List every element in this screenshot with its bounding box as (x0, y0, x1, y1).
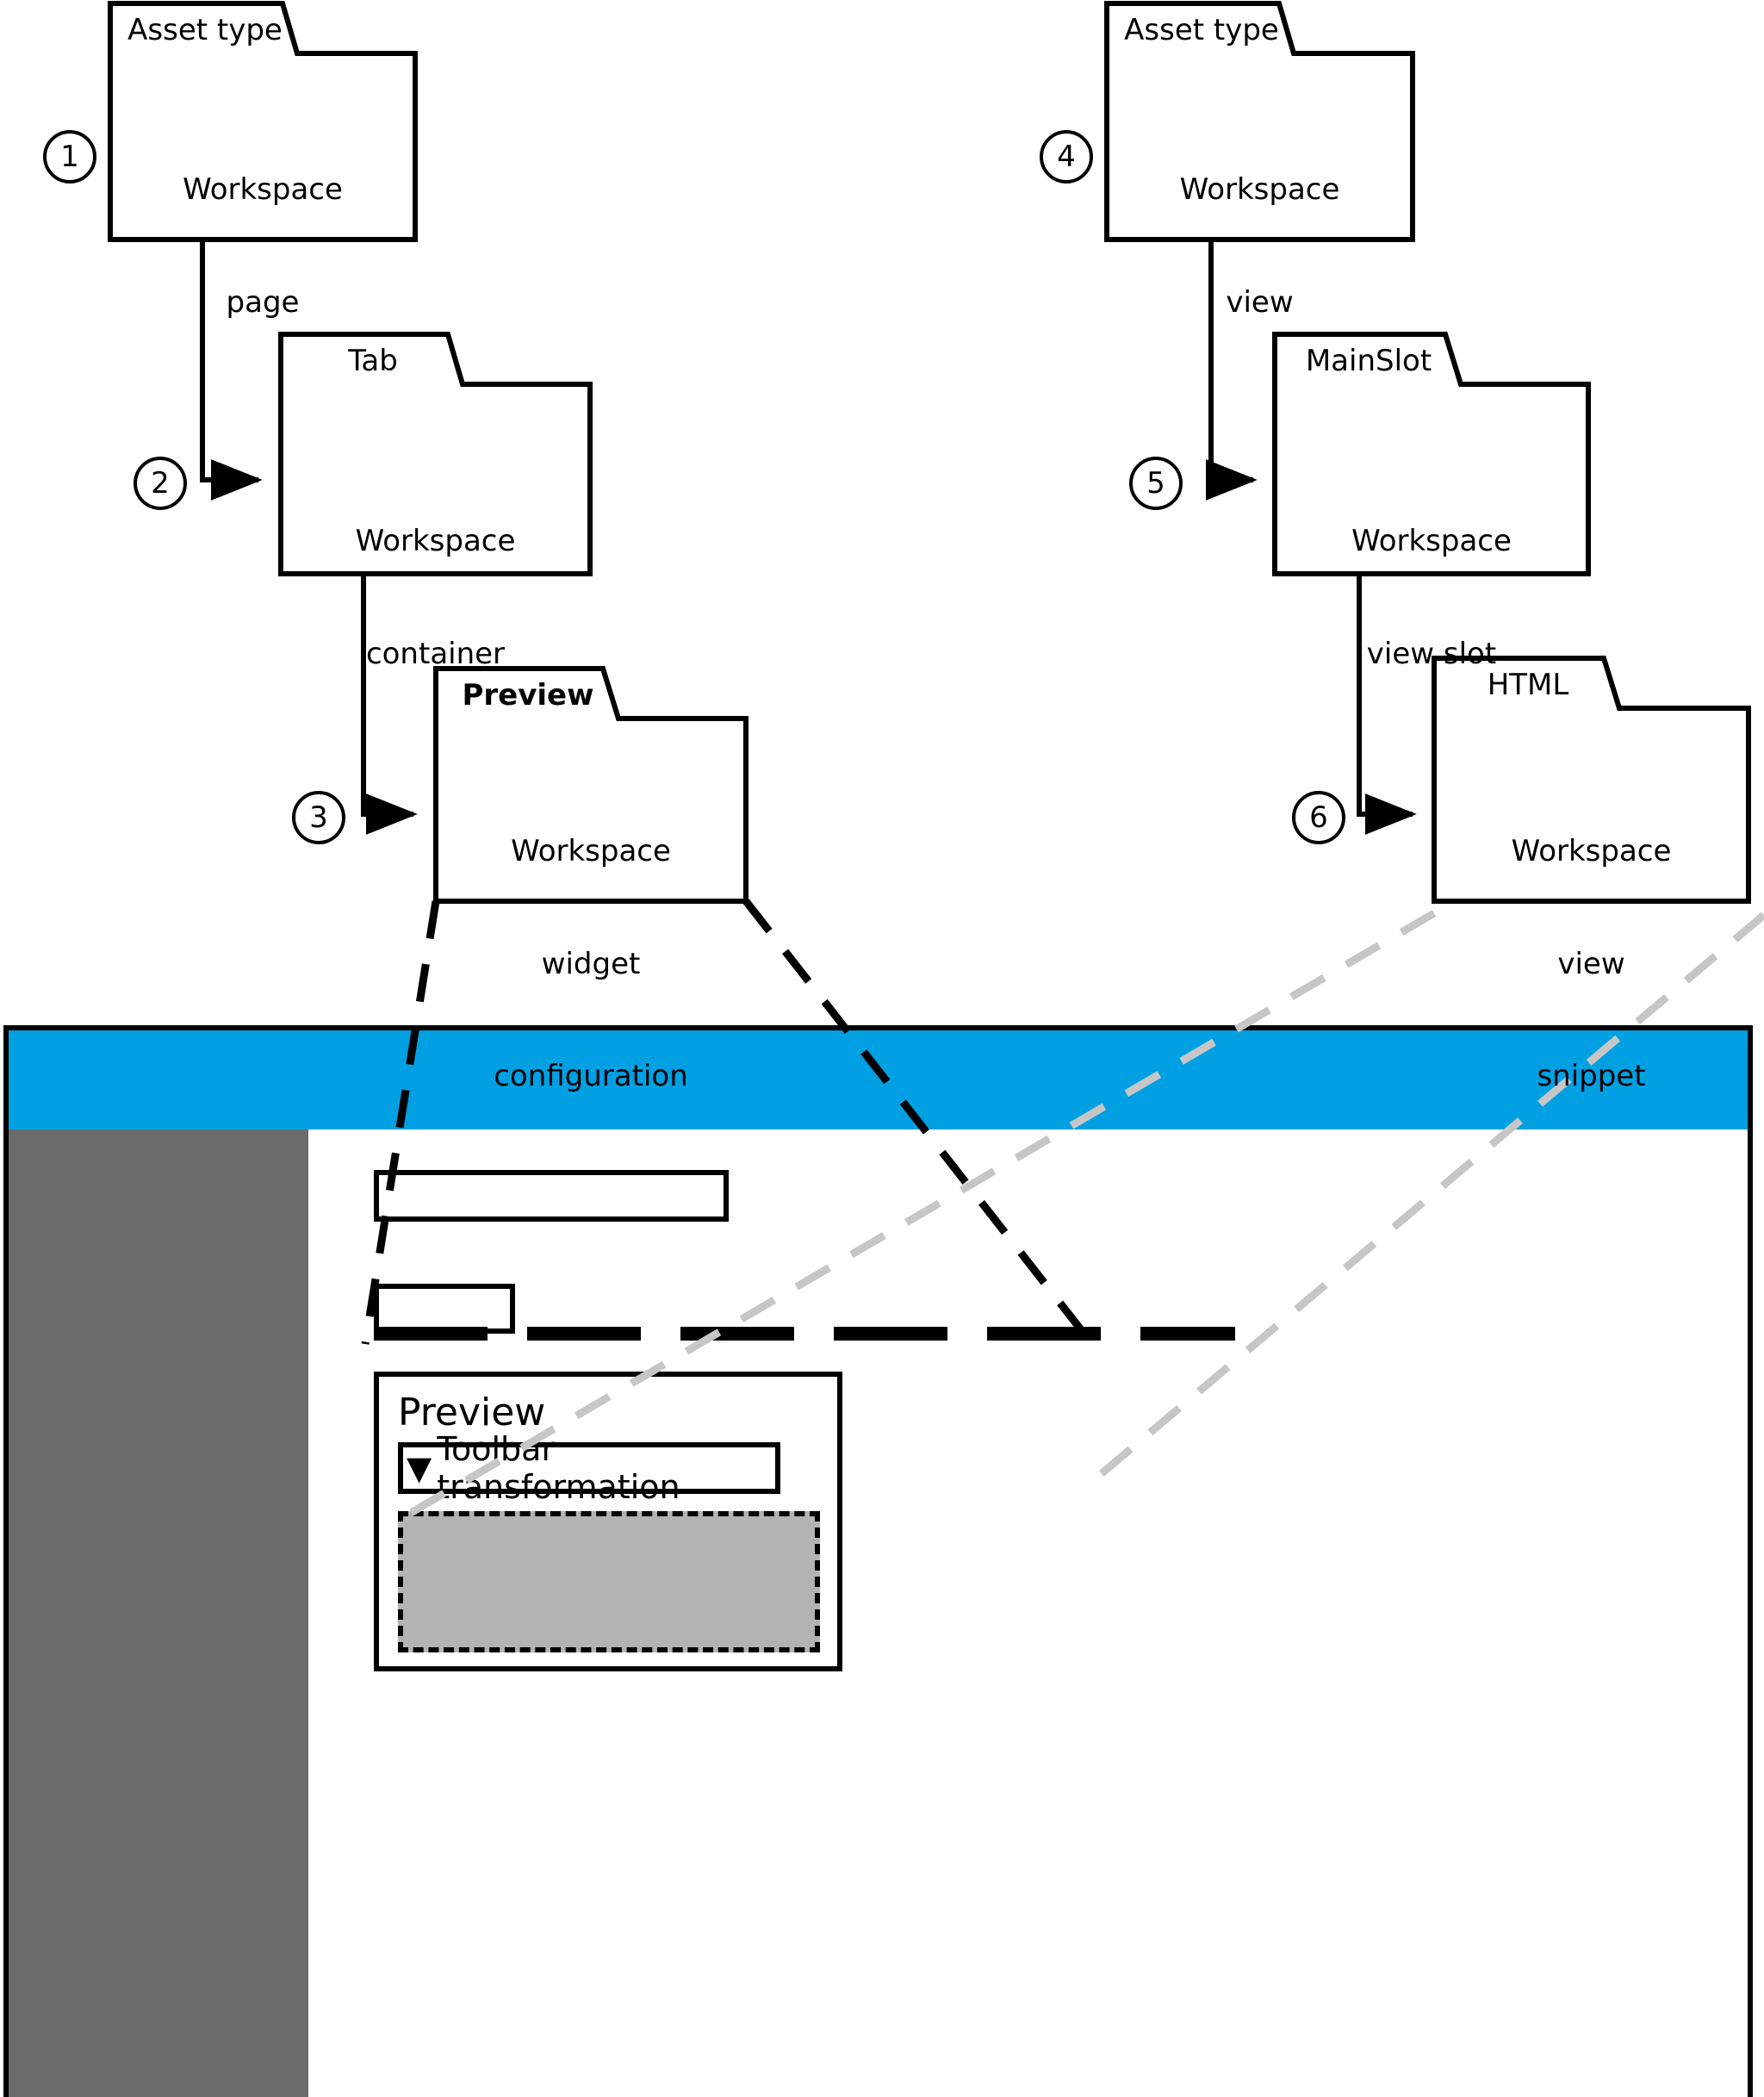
leader-snippet-left (402, 910, 1437, 1520)
folder-3-body-line-2: widget (541, 946, 641, 981)
mockup-header-bar (9, 1030, 1748, 1129)
folder-shape-5 (1272, 332, 1591, 576)
step-marker-1: 1 (43, 130, 96, 184)
folder-5-body-label: Workspace view slot (1275, 448, 1588, 748)
step-marker-4: 4 (1040, 130, 1093, 184)
chevron-down-icon: ▼ (407, 1449, 432, 1487)
folder-2-tab-label: Tab (348, 344, 398, 378)
preview-panel: Preview ▼ Toolbar transformation (374, 1372, 842, 1671)
mockup-tab-strip-rule (374, 1327, 1235, 1341)
preview-widget-placeholder[interactable] (398, 1511, 820, 1652)
folder-6-body-label: Workspace view snippet (1434, 758, 1748, 1171)
folder-6-tab-label: HTML (1487, 668, 1569, 702)
folder-4-tab-label: Asset type (1124, 13, 1279, 47)
step-marker-2: 2 (134, 457, 187, 510)
folder-5-body-line-1: Workspace (1351, 524, 1512, 559)
folder-6-body-line-2: view (1557, 946, 1625, 981)
connector-2-to-3 (361, 574, 418, 835)
folder-shape-4 (1104, 1, 1415, 242)
leader-preview-left (361, 900, 440, 1345)
leader-preview-right (742, 899, 1096, 1347)
folder-3-tab-label: Preview (462, 678, 594, 712)
folder-6-body-line-3: snippet (1537, 1059, 1646, 1094)
connector-1-to-2 (200, 240, 263, 501)
folder-4-body-line-2: view (1226, 284, 1294, 320)
preview-toolbar-dropdown[interactable]: ▼ Toolbar transformation (398, 1430, 780, 1506)
folder-1-body-line-2: page (226, 284, 300, 320)
folder-shape-6 (1432, 656, 1751, 904)
folder-shape-1 (108, 1, 418, 242)
folder-3-body-label: Workspace widget configuration (436, 758, 746, 1171)
connector-5-to-6 (1357, 574, 1417, 835)
mockup-sidebar (9, 1129, 308, 2097)
folder-shape-2 (278, 332, 593, 576)
step-marker-6: 6 (1292, 791, 1345, 844)
folder-3-body-line-1: Workspace (511, 834, 671, 869)
folder-2-body-line-2: container (365, 636, 506, 671)
folder-4-body-label: Workspace view (1107, 96, 1413, 396)
mockup-page-title-field[interactable] (374, 1170, 729, 1222)
folder-4-body-line-1: Workspace (1179, 172, 1340, 208)
folder-2-body-label: Workspace container (281, 448, 590, 748)
folder-6-body-line-1: Workspace (1511, 834, 1672, 869)
folder-5-tab-label: MainSlot (1305, 344, 1432, 378)
preview-panel-title: Preview (398, 1391, 546, 1434)
connector-4-to-5 (1205, 240, 1258, 501)
folder-3-body-line-3: configuration (494, 1059, 688, 1094)
ui-mockup-frame: Preview ▼ Toolbar transformation (3, 1025, 1753, 2097)
folder-2-body-line-1: Workspace (355, 524, 516, 559)
folder-5-body-line-2: view slot (1366, 636, 1497, 671)
leader-snippet-right (1081, 912, 1764, 1492)
folder-1-body-label: Workspace page (110, 96, 415, 396)
step-marker-5: 5 (1129, 457, 1183, 510)
folder-1-body-line-1: Workspace (183, 172, 343, 208)
step-marker-3: 3 (292, 791, 345, 844)
folder-1-tab-label: Asset type (127, 13, 283, 47)
